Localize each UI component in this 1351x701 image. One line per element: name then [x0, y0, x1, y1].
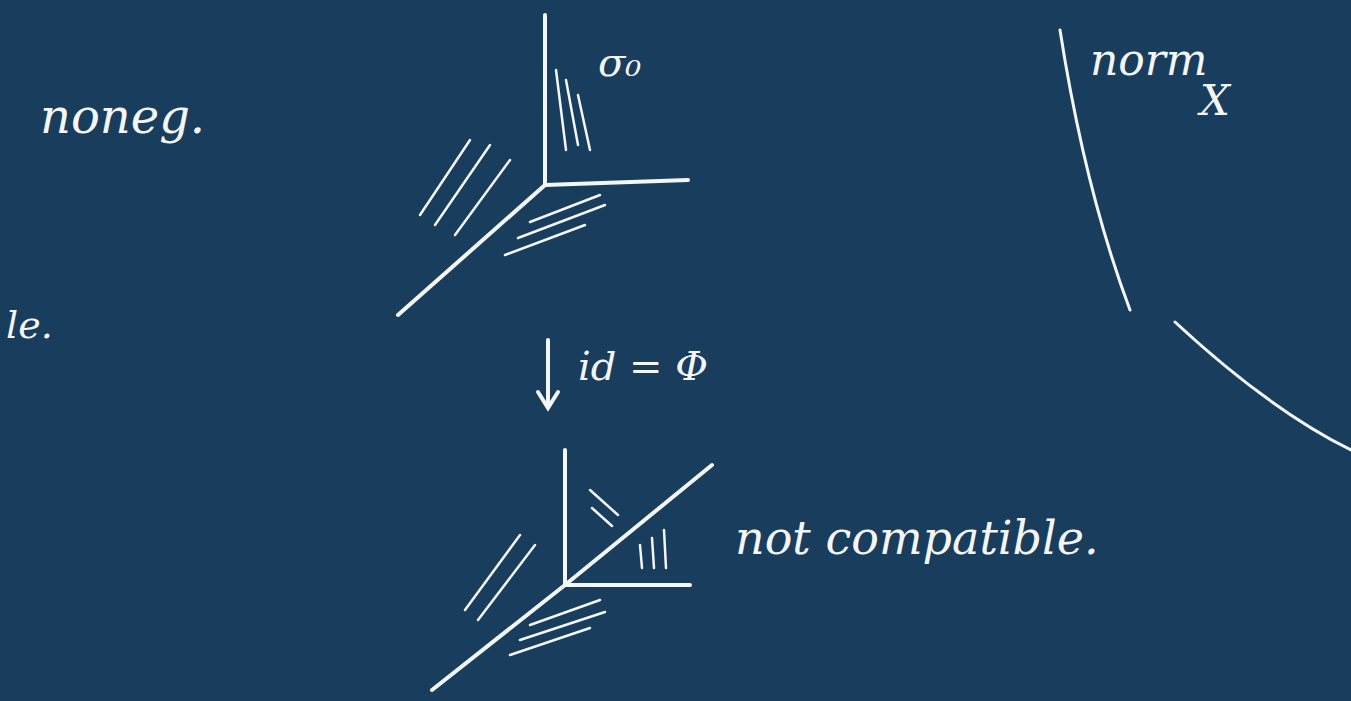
cone-label: σ₀ — [598, 42, 641, 82]
note-label: not compatible. — [735, 515, 1099, 561]
note-label: le. — [6, 306, 53, 344]
map-label: id = Φ — [578, 346, 708, 386]
note-label: noneg. — [40, 92, 205, 140]
curve-strokes — [1060, 30, 1351, 450]
map-arrow — [538, 340, 558, 408]
symbol-label: X — [1200, 80, 1230, 122]
upper-cone — [398, 15, 688, 315]
lower-cone — [432, 450, 712, 690]
note-label: norm — [1090, 38, 1208, 82]
